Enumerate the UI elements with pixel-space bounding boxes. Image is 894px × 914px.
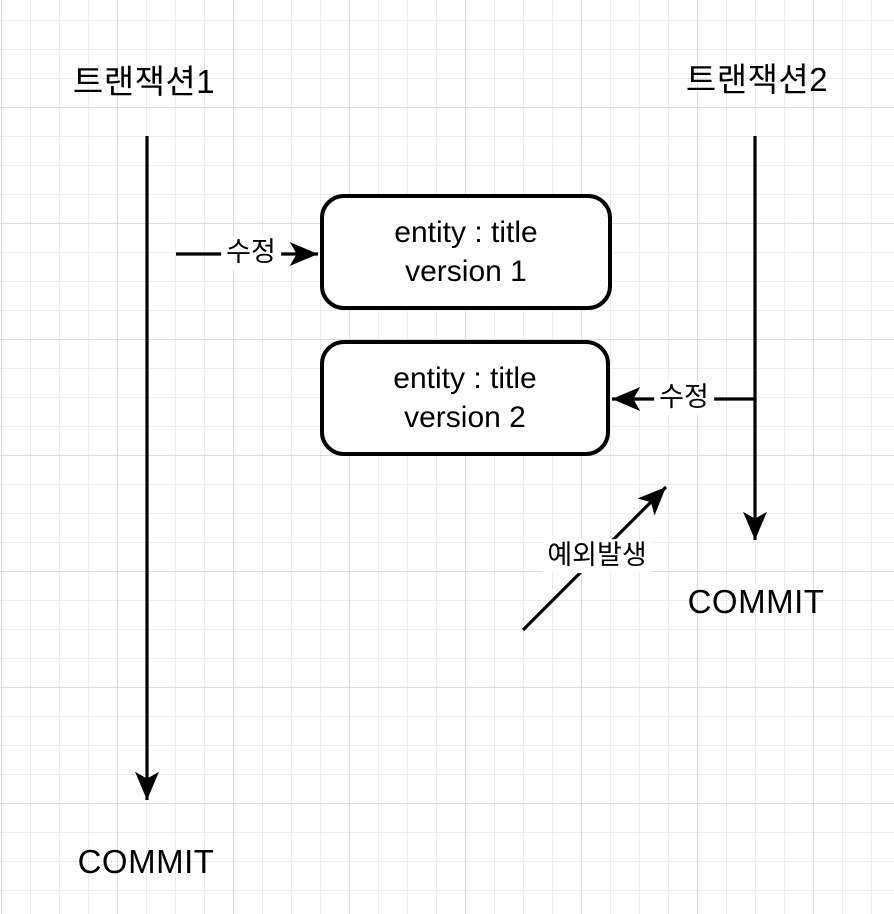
transaction1-commit-label: COMMIT: [77, 843, 215, 880]
entity-box-version2-line2: version 2: [404, 401, 526, 434]
entity-box-version1-line1: entity : title: [394, 216, 538, 249]
entity-box-version2: entity : title version 2: [320, 340, 610, 456]
transaction2-title: 트랜잭션2: [685, 61, 829, 98]
transaction2-commit-label: COMMIT: [687, 583, 825, 620]
entity-box-version2-line1: entity : title: [393, 362, 537, 395]
entity-box-version1-line2: version 1: [405, 255, 527, 288]
modify-label-tx2: 수정: [654, 381, 714, 415]
entity-box-version1: entity : title version 1: [320, 194, 612, 310]
exception-label: 예외발생: [542, 539, 652, 573]
modify-label-tx1: 수정: [221, 236, 281, 270]
transaction1-title: 트랜잭션1: [72, 63, 216, 100]
